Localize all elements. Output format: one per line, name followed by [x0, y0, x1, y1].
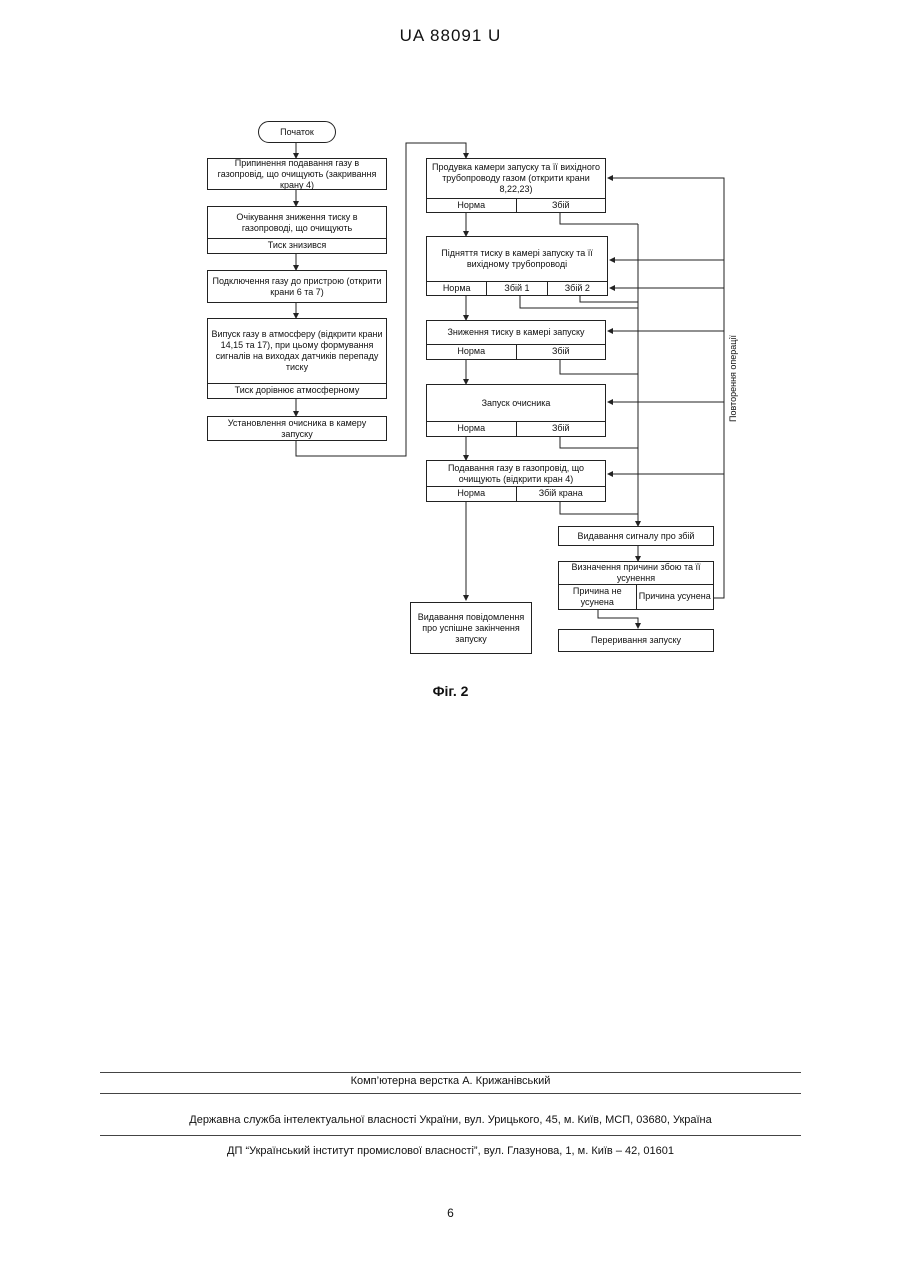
footer-typesetting: Комп’ютерна верстка А. Крижанівський — [0, 1075, 901, 1087]
bar-normal: Норма — [427, 199, 517, 212]
bar-fail: Збій — [517, 422, 606, 436]
step-stop-gas-supply: Припинення подавання газу в газопровід, … — [207, 158, 387, 190]
step-success-message: Видавання повідомлення про успішне закін… — [410, 602, 532, 654]
repeat-operation-label: Повторення операції — [728, 335, 738, 422]
step-install-pig: Установлення очисника в камеру запуску — [207, 416, 387, 441]
start-terminal: Початок — [258, 121, 336, 143]
bar-eliminated: Причина усунена — [637, 585, 714, 609]
bar-pressure-atmospheric: Тиск дорівнює атмосферному — [207, 384, 387, 399]
step-determine-cause: Визначення причини збою та її усунення — [558, 561, 714, 585]
page-number: 6 — [0, 1206, 901, 1220]
step-wait-pressure-drop: Очікування зниження тиску в газопроводі,… — [207, 206, 387, 239]
bar-normal: Норма — [427, 422, 517, 436]
bar-fail: Збій — [517, 199, 606, 212]
step-raise-pressure: Підняття тиску в камері запуску та її ви… — [426, 236, 608, 282]
bar-not-eliminated: Причина не усунена — [559, 585, 637, 609]
step-supply-gas: Подавання газу в газопровід, що очищують… — [426, 460, 606, 487]
bar-cause-result: Причина не усунена Причина усунена — [558, 585, 714, 610]
bar-fail: Збій — [517, 345, 606, 359]
bar-supply-result: Норма Збій крана — [426, 487, 606, 502]
bar-raise-result: Норма Збій 1 Збій 2 — [426, 282, 608, 296]
footer-agency: Державна служба інтелектуальної власност… — [0, 1114, 901, 1126]
bar-fail-valve: Збій крана — [517, 487, 606, 501]
bar-fail-1: Збій 1 — [487, 282, 547, 295]
bar-lower-result: Норма Збій — [426, 345, 606, 360]
step-abort-launch: Переривання запуску — [558, 629, 714, 652]
bar-normal: Норма — [427, 282, 487, 295]
bar-launch-result: Норма Збій — [426, 422, 606, 437]
footer-divider — [100, 1135, 801, 1136]
bar-fail-2: Збій 2 — [548, 282, 607, 295]
footer-divider — [100, 1072, 801, 1073]
step-lower-pressure: Зниження тиску в камері запуску — [426, 320, 606, 345]
footer-divider — [100, 1093, 801, 1094]
bar-pressure-dropped: Тиск знизився — [207, 239, 387, 254]
footer-institute: ДП “Український інститут промислової вла… — [0, 1145, 901, 1157]
bar-label: Тиск знизився — [208, 239, 386, 253]
step-fail-signal: Видавання сигналу про збій — [558, 526, 714, 546]
bar-normal: Норма — [427, 487, 517, 501]
step-vent-gas: Випуск газу в атмосферу (відкрити крани … — [207, 318, 387, 384]
figure-caption: Фіг. 2 — [0, 683, 901, 699]
bar-normal: Норма — [427, 345, 517, 359]
step-launch-pig: Запуск очисника — [426, 384, 606, 422]
step-purge-chamber: Продувка камери запуску та її вихідного … — [426, 158, 606, 199]
bar-label: Тиск дорівнює атмосферному — [208, 384, 386, 398]
step-connect-gas: Подключення газу до пристрою (открити кр… — [207, 270, 387, 303]
bar-purge-result: Норма Збій — [426, 199, 606, 213]
